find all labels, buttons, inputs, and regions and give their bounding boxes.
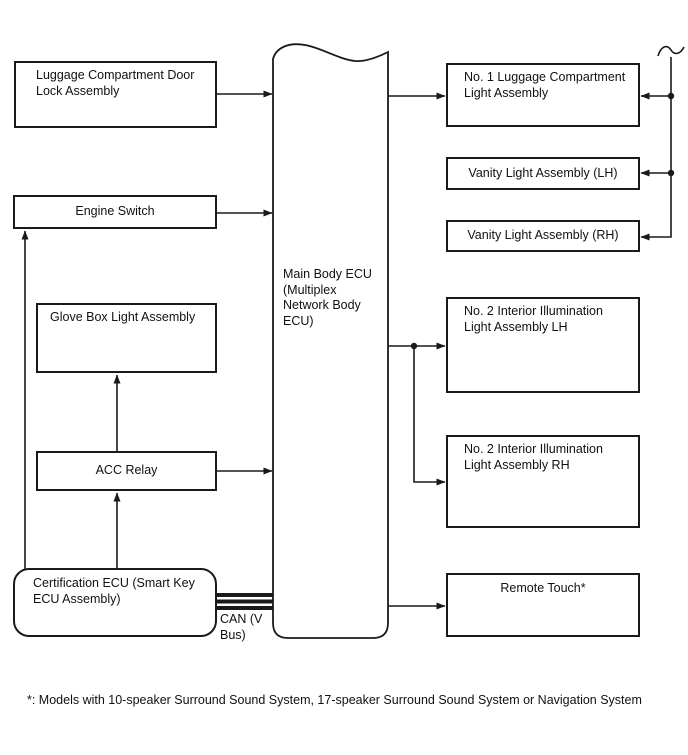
box-label: No. 1 Luggage Compartment Light Assembly: [464, 70, 626, 100]
box-vanity-light-lh: Vanity Light Assembly (LH): [446, 157, 640, 190]
box-label: Luggage Compartment Door Lock Assembly: [36, 68, 195, 98]
box-acc-relay: ACC Relay: [36, 451, 217, 491]
box-label: No. 2 Interior Illumination Light Assemb…: [464, 304, 603, 334]
junction-dot: [667, 92, 675, 100]
box-label: Glove Box Light Assembly: [50, 310, 196, 324]
box-no2-interior-illumination-rh: No. 2 Interior Illumination Light Assemb…: [446, 435, 640, 528]
box-vanity-light-rh: Vanity Light Assembly (RH): [446, 220, 640, 252]
break-squiggle-icon: [657, 45, 685, 57]
box-label: ACC Relay: [95, 463, 158, 478]
box-label: No. 2 Interior Illumination Light Assemb…: [464, 442, 603, 472]
box-label: Vanity Light Assembly (RH): [467, 228, 619, 243]
box-label: Remote Touch*: [500, 581, 586, 595]
main-body-ecu-shape: [272, 43, 389, 639]
box-label: Vanity Light Assembly (LH): [468, 165, 618, 180]
can-bus-lines: [217, 593, 273, 610]
continuation-line: [640, 57, 672, 241]
box-certification-ecu: Certification ECU (Smart Key ECU Assembl…: [13, 568, 217, 637]
box-glove-box-light: Glove Box Light Assembly: [36, 303, 217, 373]
box-label: Engine Switch: [75, 204, 155, 219]
box-label: Certification ECU (Smart Key ECU Assembl…: [33, 576, 195, 606]
arrow-branch-to-no2-interior-rh: [413, 346, 446, 486]
box-no2-interior-illumination-lh: No. 2 Interior Illumination Light Assemb…: [446, 297, 640, 393]
box-engine-switch: Engine Switch: [13, 195, 217, 229]
box-no1-luggage-compartment-light: No. 1 Luggage Compartment Light Assembly: [446, 63, 640, 127]
junction-dot: [410, 342, 418, 350]
can-bus-label: CAN (V Bus): [220, 612, 263, 642]
footnote-text: *: Models with 10-speaker Surround Sound…: [27, 693, 642, 707]
box-luggage-compartment-door-lock: Luggage Compartment Door Lock Assembly: [14, 61, 217, 128]
junction-dot: [667, 169, 675, 177]
box-remote-touch: Remote Touch*: [446, 573, 640, 637]
main-body-ecu-label: Main Body ECU (Multiplex Network Body EC…: [283, 267, 372, 328]
